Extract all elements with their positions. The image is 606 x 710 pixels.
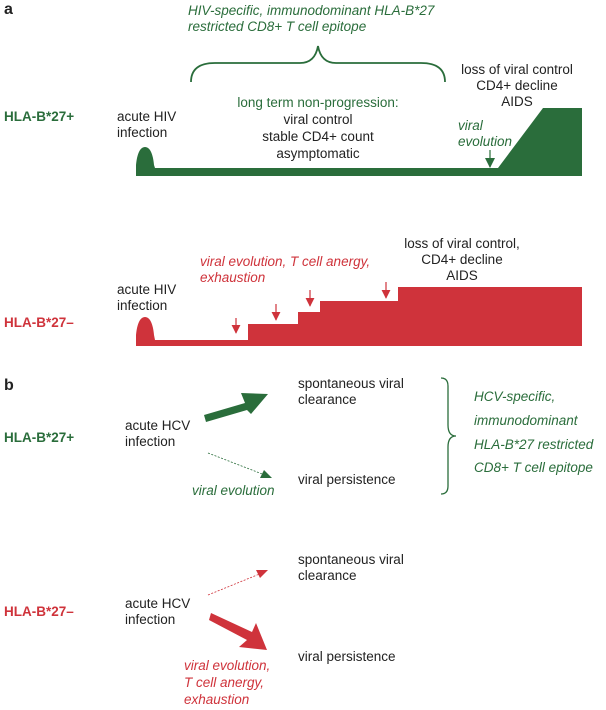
clearance-pos-line2: clearance	[298, 392, 357, 407]
panel-a-label: a	[4, 1, 13, 18]
hla-b27-negative-label-a: HLA-B*27–	[4, 315, 74, 330]
acute-hiv-label-neg-line1: acute HIV	[117, 282, 176, 297]
acute-hcv-neg-line2: infection	[125, 612, 175, 627]
hla-b27-negative-label-b: HLA-B*27–	[4, 604, 74, 619]
hcv-epitope-line4: CD8+ T cell epitope	[474, 460, 593, 475]
thin-red-arrow-clearance	[207, 572, 263, 596]
loss-control-neg-line3: AIDS	[446, 268, 478, 283]
hcv-epitope-line3: HLA-B*27 restricted	[474, 437, 594, 452]
hcv-epitope-line2: immunodominant	[474, 413, 579, 428]
loss-control-pos-line2: CD4+ decline	[476, 78, 557, 93]
persistence-pos: viral persistence	[298, 472, 396, 487]
clearance-neg-line2: clearance	[298, 568, 357, 583]
hla-b27-positive-label-a: HLA-B*27+	[4, 109, 74, 124]
viral-evolution-hcv-pos: viral evolution	[192, 483, 275, 498]
thin-red-arrowhead	[256, 570, 268, 578]
curly-brace-a	[190, 45, 446, 83]
acute-hcv-neg-line1: acute HCV	[125, 596, 190, 611]
acute-hcv-pos-line1: acute HCV	[125, 418, 190, 433]
clearance-pos-line1: spontaneous viral	[298, 376, 404, 391]
panel-b-label: b	[4, 377, 14, 394]
loss-control-neg-line2: CD4+ decline	[421, 252, 502, 267]
acute-hcv-pos-line2: infection	[125, 434, 175, 449]
acute-hiv-label-pos-line2: infection	[117, 125, 167, 140]
ltnp-line3: asymptomatic	[276, 146, 360, 161]
viral-evolution-hcv-neg-line2: T cell anergy,	[184, 675, 264, 690]
viral-evolution-hcv-neg-line3: exhaustion	[184, 692, 249, 707]
viral-evolution-neg-line2: exhaustion	[200, 270, 265, 285]
hiv-epitope-line1: HIV-specific, immunodominant HLA-B*27	[188, 3, 435, 18]
loss-control-pos-line1: loss of viral control	[461, 62, 573, 77]
hiv-epitope-line2: restricted CD8+ T cell epitope	[188, 19, 366, 34]
hiv-course-area-positive	[136, 108, 582, 176]
hcv-epitope-line1: HCV-specific,	[474, 389, 555, 404]
viral-evolution-pos-line2: evolution	[458, 134, 512, 149]
ltnp-line2: stable CD4+ count	[262, 129, 374, 144]
hiv-course-area-negative	[136, 287, 582, 346]
viral-evolution-neg-line1: viral evolution, T cell anergy,	[200, 254, 370, 269]
ltnp-line1: viral control	[283, 112, 352, 127]
ltnp-title: long term non-progression:	[237, 95, 398, 110]
acute-hiv-label-pos-line1: acute HIV	[117, 109, 176, 124]
persistence-neg: viral persistence	[298, 649, 396, 664]
clearance-neg-line1: spontaneous viral	[298, 552, 404, 567]
curly-brace-b	[440, 377, 457, 495]
loss-control-neg-line1: loss of viral control,	[404, 236, 520, 251]
thick-red-arrow-persistence	[209, 613, 267, 650]
thin-green-arrowhead	[260, 470, 272, 478]
thin-green-arrow-persistence	[207, 452, 271, 478]
viral-evolution-hcv-neg-line1: viral evolution,	[184, 658, 270, 673]
acute-hiv-label-neg-line2: infection	[117, 298, 167, 313]
hla-b27-positive-label-b: HLA-B*27+	[4, 430, 74, 445]
viral-evolution-pos-line1: viral	[458, 118, 484, 133]
thick-green-arrow-clearance	[204, 393, 268, 422]
loss-control-pos-line3: AIDS	[501, 94, 533, 109]
